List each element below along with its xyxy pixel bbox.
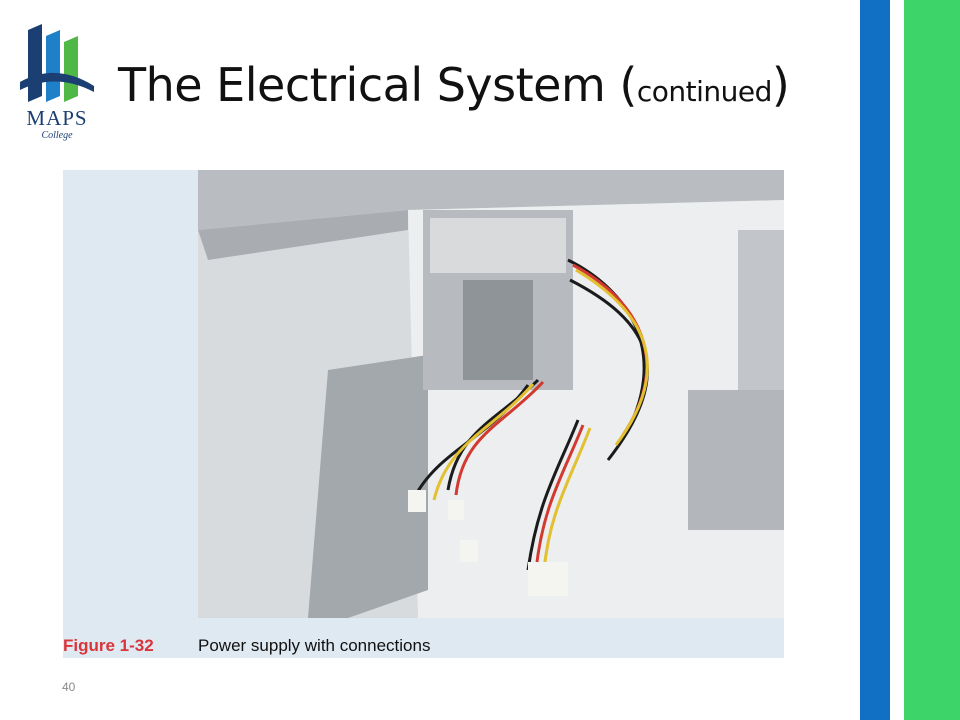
power-supply-illustration	[198, 170, 784, 618]
accent-bar-gap	[890, 0, 904, 720]
figure-caption: Power supply with connections	[198, 636, 431, 655]
logo-name: MAPS	[26, 106, 88, 130]
logo-subtitle: College	[41, 130, 73, 141]
book-logo-icon	[20, 24, 94, 102]
accent-bar-green	[904, 0, 960, 720]
page-number: 40	[62, 680, 76, 694]
title-continued: continued	[636, 75, 773, 108]
figure-number: Figure 1-32	[63, 636, 154, 655]
figure-panel: Figure 1-32 Power supply with connection…	[63, 170, 784, 658]
slide-title: The Electrical System (continued)	[118, 58, 790, 112]
power-supply-photo	[198, 170, 784, 618]
college-logo: MAPS College	[16, 22, 98, 152]
title-close-paren: )	[771, 58, 790, 112]
title-main: The Electrical System (	[118, 58, 637, 112]
accent-bar-blue	[860, 0, 890, 720]
